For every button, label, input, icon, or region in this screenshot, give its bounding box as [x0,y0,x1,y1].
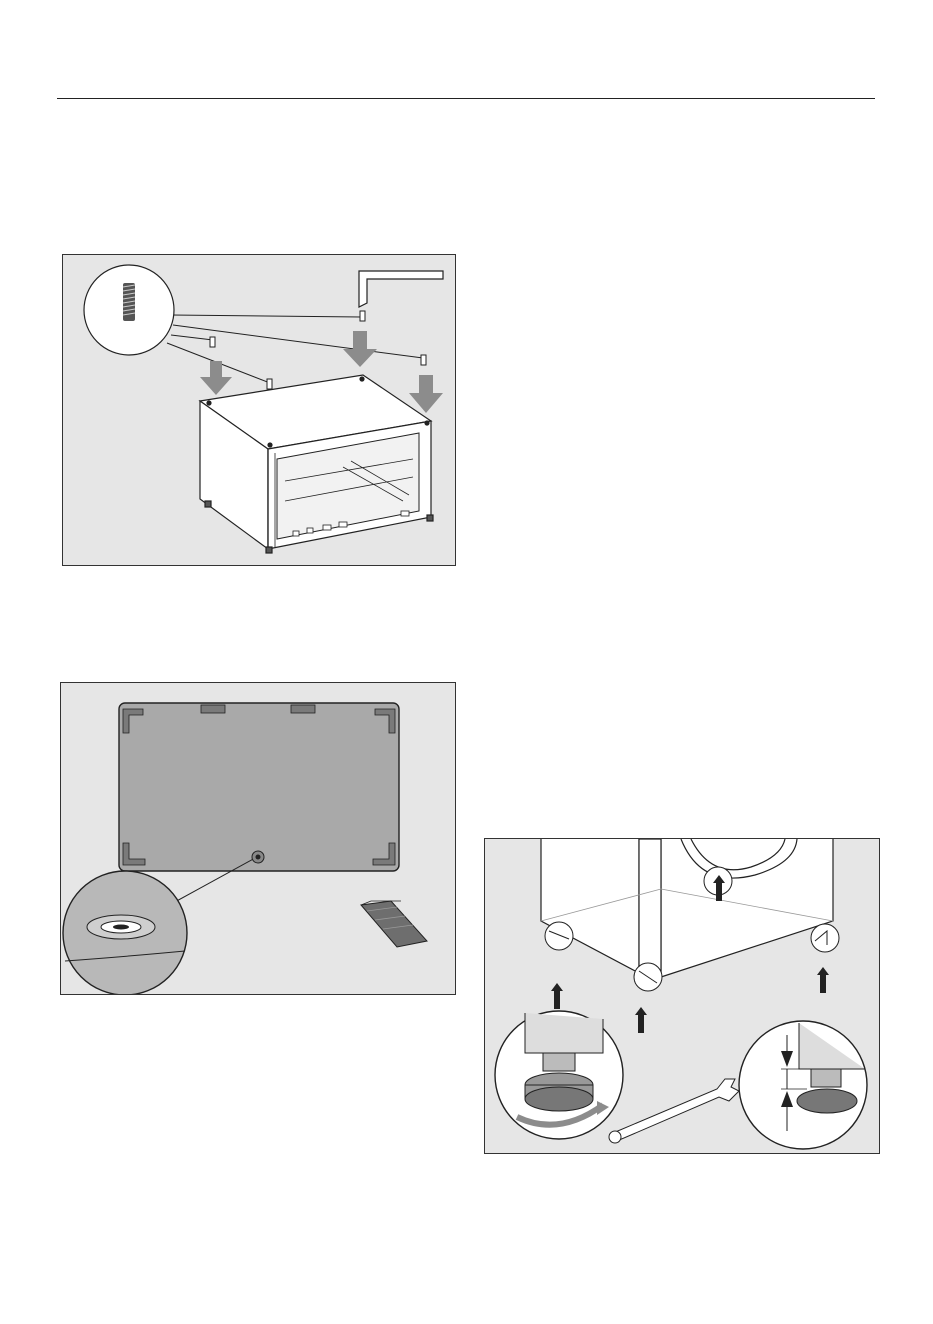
base-plate-illustration [61,683,456,995]
rubber-pad-icon [361,901,427,947]
threaded-bolt-icon [84,265,174,355]
figure-levelling-feet [484,838,880,1154]
header-rule [57,98,875,99]
figure-base-plate [60,682,456,995]
pedestal-bolts-illustration [63,255,456,566]
levelling-feet-illustration [485,839,880,1154]
callout-lines [167,315,423,383]
gap-measure-icon [739,1021,867,1149]
drain-hole-icon [63,851,264,995]
base-plate-icon [119,703,399,871]
figure-pedestal-bolts [62,254,456,566]
washing-machine-icon [541,839,833,977]
allen-key-icon [359,271,443,307]
pedestal-icon [200,375,433,553]
spanner-icon [609,1079,739,1143]
foot-closeup-left [495,1011,623,1139]
bolt-pieces [210,311,426,389]
